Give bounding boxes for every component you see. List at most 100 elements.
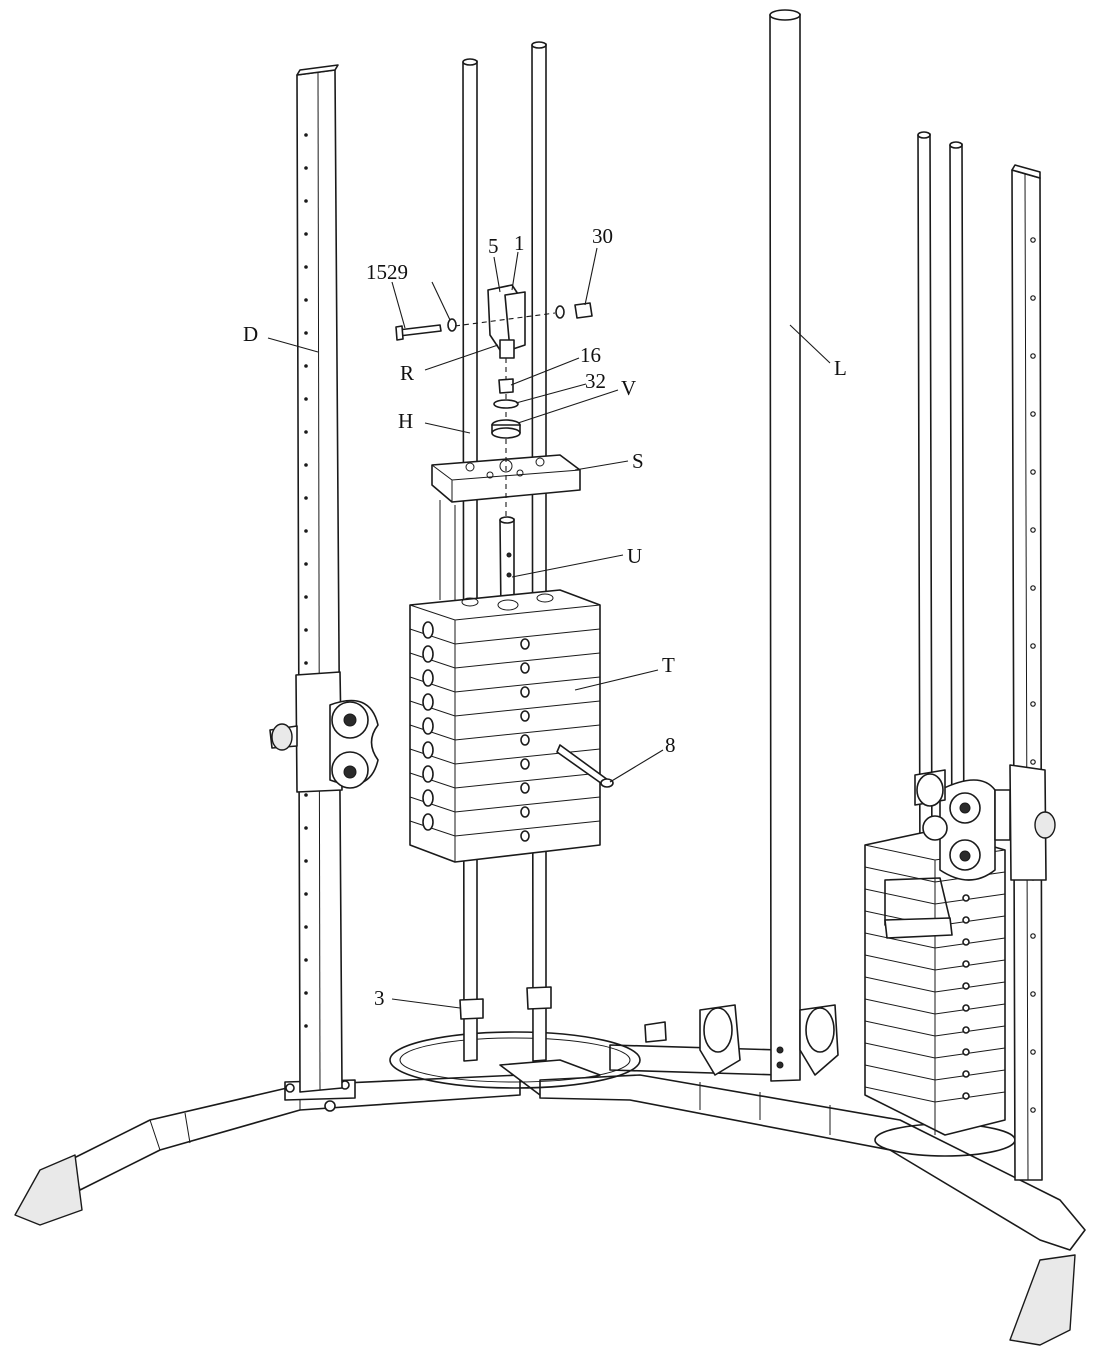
callout-l: L [834,356,847,380]
leader-lines [267,247,831,1009]
upright-hole [304,793,308,797]
weight-plate-bushing [422,645,434,663]
weight-plate-pin-hole [520,686,530,698]
selector-pin-8 [556,744,614,788]
upright-hole [304,463,308,467]
weight-plate-bushing [422,717,434,735]
upright-hole [304,925,308,929]
callout-32: 32 [585,369,606,393]
weight-plate-pin-hole [520,782,530,794]
weight-plate-edge [864,1042,1006,1059]
callout-5: 5 [488,234,499,258]
callout-s: S [632,449,644,473]
upright-hole [304,892,308,896]
upright-hole [304,397,308,401]
callout-1529: 1529 [366,260,408,284]
upright-hole [304,331,308,335]
weight-plate-pin-hole [520,758,530,770]
upright-hole [304,133,308,137]
weight-plate-edge [864,888,1006,905]
callout-8: 8 [665,733,676,757]
upright-hole [304,826,308,830]
callout-labels: D 1529 5 1 30 R 16 32 V H S U L T 8 3 [243,224,847,1010]
weight-plate-pin-hole [962,938,970,946]
upright-hole [304,1024,308,1028]
weight-plate-bushing [422,813,434,831]
upright-hole [1030,353,1036,359]
callout-r: R [400,361,414,385]
callout-3: 3 [374,986,385,1010]
upright-hole [304,265,308,269]
weight-plate-pin-hole [962,1048,970,1056]
weight-plate-pin-hole [520,638,530,650]
weight-stack-t [409,589,601,863]
upright-hole [304,529,308,533]
upright-hole [304,958,308,962]
weight-plate-edge [864,1064,1006,1081]
upright-hole [1030,933,1036,939]
callout-1: 1 [514,231,525,255]
weight-plate-bushing [422,765,434,783]
weight-plate-edge [864,1086,1006,1103]
callout-d: D [243,322,258,346]
callout-h: H [398,409,413,433]
weight-plate-pin-hole [520,734,530,746]
callout-v: V [621,376,636,400]
upright-hole [304,595,308,599]
weight-plate-pin-hole [520,806,530,818]
cable-connector-assembly [395,284,593,439]
upright-hole [304,232,308,236]
upright-hole [1030,1049,1036,1055]
weight-plate-bushing [422,693,434,711]
weight-plate-pin-hole [962,1092,970,1100]
upright-hole [304,166,308,170]
callout-16: 16 [580,343,601,367]
weight-plate-pin-hole [962,916,970,924]
weight-plate-bushing [422,669,434,687]
weight-plate-edge [864,1020,1006,1037]
weight-plate-pin-hole [962,1070,970,1078]
upright-hole [304,199,308,203]
weight-plate-pin-hole [962,894,970,902]
upright-hole [304,496,308,500]
upright-hole [304,628,308,632]
weight-plate-bushing [422,789,434,807]
upright-hole [1030,1107,1036,1113]
weight-plate-bushing [422,741,434,759]
upright-hole [304,991,308,995]
upright-hole [1030,991,1036,997]
weight-plate-edge [864,976,1006,993]
upright-hole [304,430,308,434]
center-post-l [644,9,839,1082]
upright-hole [1030,295,1036,301]
upright-hole [304,298,308,302]
upright-hole [1030,411,1036,417]
upright-hole [1030,527,1036,533]
right-station [864,131,1056,1181]
left-upright-d [269,64,379,1093]
upright-hole [1030,643,1036,649]
upright-hole [1030,237,1036,243]
upright-hole [1030,585,1036,591]
weight-plate-edge [864,954,1006,971]
weight-plate-edge [864,998,1006,1015]
upright-hole [304,661,308,665]
weight-plate-pin-hole [962,982,970,990]
weight-plate-pin-hole [962,1004,970,1012]
weight-plate-pin-hole [962,960,970,968]
upright-hole [304,364,308,368]
callout-u: U [627,544,642,568]
upright-hole [1030,701,1036,707]
upright-hole [1030,759,1036,765]
weight-plate-pin-hole [962,1026,970,1034]
weight-plate-pin-hole [520,662,530,674]
upright-hole [304,562,308,566]
callout-t: T [662,653,675,677]
callout-30: 30 [592,224,613,248]
upright-hole [1030,469,1036,475]
upright-hole [304,859,308,863]
weight-plate-pin-hole [520,830,530,842]
weight-plate-bushing [422,621,434,639]
